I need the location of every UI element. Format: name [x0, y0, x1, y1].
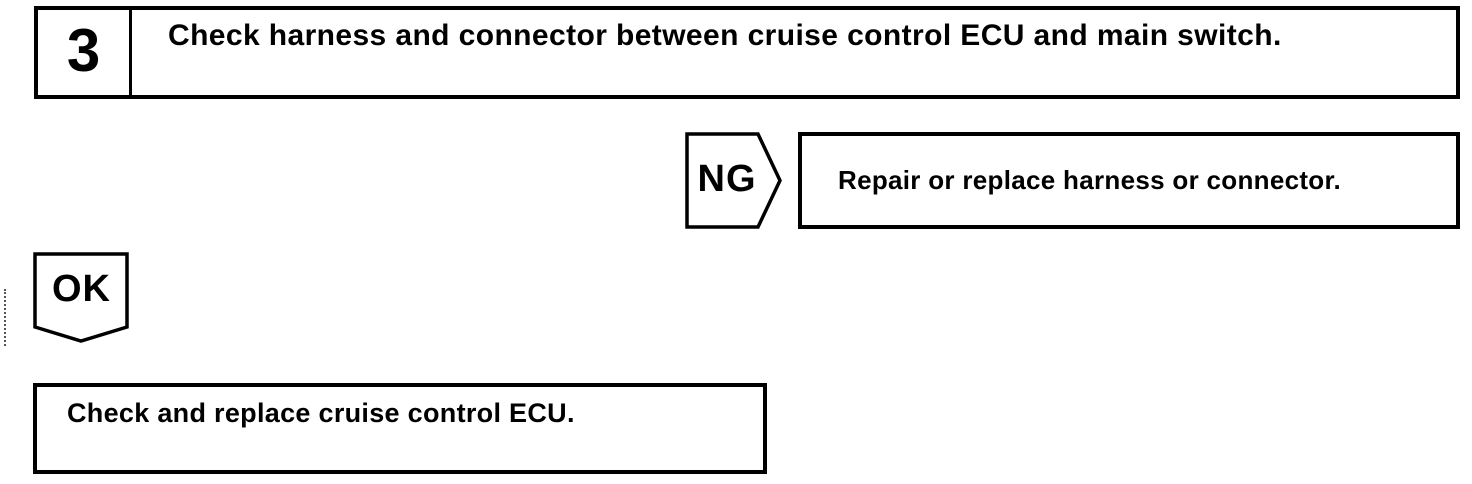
- ng-label: NG: [697, 158, 757, 200]
- ok-connector-tag: OK: [33, 252, 130, 344]
- page-edge-dotted-line: [4, 289, 6, 346]
- ng-action-text: Repair or replace harness or connector.: [838, 165, 1341, 195]
- ng-connector-tag: NG: [685, 132, 783, 229]
- ng-pentagon-shape: [685, 132, 782, 229]
- step-title: Check harness and connector between crui…: [168, 19, 1282, 52]
- ok-label: OK: [52, 267, 111, 310]
- ng-action-box: Repair or replace harness or connector.: [798, 132, 1460, 229]
- step-number: 3: [38, 10, 132, 95]
- step-header-box: 3 Check harness and connector between cr…: [34, 6, 1460, 99]
- ng-pentagon-outline: [685, 132, 782, 229]
- ok-action-text: Check and replace cruise control ECU.: [67, 398, 575, 428]
- ok-action-box: Check and replace cruise control ECU.: [33, 383, 767, 474]
- ok-pentagon-shape: [33, 252, 129, 343]
- ok-pentagon-outline: [33, 252, 129, 343]
